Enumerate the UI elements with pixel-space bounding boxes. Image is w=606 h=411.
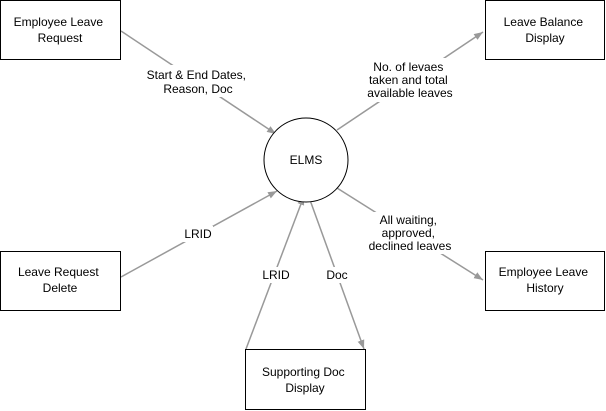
- svg-text:All waiting, approved,: All waiting, approved, declined leaves: [369, 213, 452, 253]
- entity-label-line: Delete: [43, 281, 78, 295]
- edge-label-request-to-elms: Start & End Dates, Reason, Doc: [147, 65, 250, 97]
- entity-label-line: Display: [285, 381, 324, 395]
- edge-label-line: All waiting,: [380, 213, 437, 227]
- edge-label-line: Doc: [326, 268, 347, 282]
- svg-text:No. of levaes taken and: No. of levaes taken and total available …: [367, 60, 452, 100]
- entity-label-line: Supporting Doc: [262, 365, 345, 379]
- elms-label: ELMS: [290, 153, 323, 167]
- svg-text:LRID: LRID: [262, 268, 290, 282]
- edge-label-line: declined leaves: [369, 239, 452, 253]
- entity-employee-leave-history: Employee Leave History: [485, 251, 605, 311]
- edge-label-supportdoc-to-elms: LRID: [261, 267, 291, 283]
- edge-label-line: No. of levaes: [373, 60, 443, 74]
- edge-label-elms-to-history: All waiting, approved, declined leaves: [368, 212, 452, 254]
- entity-leave-request-delete: Leave Request Delete: [0, 251, 121, 311]
- svg-text:Leave Balance Display: Leave Balance Display: [504, 15, 587, 45]
- svg-text:Doc: Doc: [326, 268, 347, 282]
- edge-label-line: LRID: [184, 227, 212, 241]
- svg-text:Start & End Dates, Reaso: Start & End Dates, Reason, Doc: [147, 68, 250, 96]
- edge-label-line: Reason, Doc: [163, 82, 232, 96]
- entity-label-line: History: [526, 281, 563, 295]
- entity-employee-leave-request: Employee Leave Request: [0, 0, 121, 60]
- svg-text:Employee Leave History: Employee Leave History: [499, 265, 592, 295]
- edge-label-line: LRID: [262, 268, 290, 282]
- entity-label-line: Request: [38, 31, 83, 45]
- entity-label-line: Employee Leave: [14, 15, 104, 29]
- entity-supporting-doc-display: Supporting Doc Display: [245, 349, 366, 410]
- entity-label-line: Leave Request: [18, 265, 99, 279]
- svg-text:Supporting Doc Display: Supporting Doc Display: [262, 365, 348, 395]
- edge-label-line: available leaves: [367, 86, 452, 100]
- edge-label-line: Start & End Dates,: [147, 68, 246, 82]
- entity-label-line: Leave Balance: [504, 15, 584, 29]
- edge-label-elms-to-balance: No. of levaes taken and total available …: [367, 58, 455, 102]
- entity-label-line: Display: [525, 31, 564, 45]
- edge-label-delete-to-elms: LRID: [183, 226, 213, 242]
- elms-process-node: ELMS: [263, 117, 349, 203]
- edge-label-elms-to-supportdoc: Doc: [323, 267, 351, 283]
- svg-text:LRID: LRID: [184, 227, 212, 241]
- edge-label-line: approved,: [382, 226, 435, 240]
- entity-leave-balance-display: Leave Balance Display: [485, 0, 605, 60]
- edge-label-line: taken and total: [369, 73, 448, 87]
- entity-label-line: Employee Leave: [499, 265, 589, 279]
- svg-text:Employee Leave Request: Employee Leave Request: [14, 15, 107, 45]
- svg-text:Leave Request Delete: Leave Request Delete: [18, 265, 102, 295]
